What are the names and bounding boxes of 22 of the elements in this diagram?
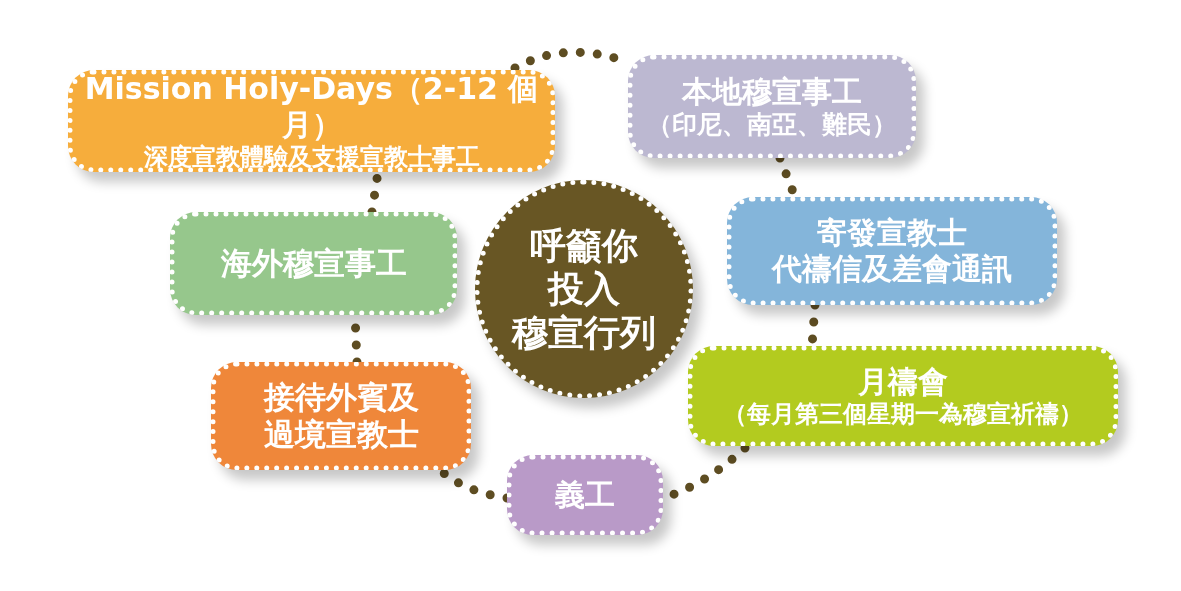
rounded-box: [688, 346, 1118, 446]
circle-text: 呼籲你: [530, 224, 638, 268]
rounded-box: [211, 362, 471, 470]
rounded-box: [628, 55, 916, 158]
box-heading: 接待外賓及過境宣教士: [262, 378, 420, 454]
box-text: （印尼、南亞、難民）: [647, 109, 897, 140]
box-heading: 義工: [555, 477, 615, 513]
center-circle: [475, 180, 693, 398]
box-heading: 本地穆宣事工: [682, 73, 862, 110]
box-text: 代禱信及差會通訊: [772, 251, 1012, 287]
rounded-box: [68, 70, 555, 172]
circle-text: 穆宣行列: [512, 310, 656, 354]
box-text: 深度宣教體驗及支援宣教士事工: [143, 142, 480, 172]
rounded-box: [170, 212, 457, 315]
box-heading: 寄發宣教士: [817, 215, 967, 251]
rounded-box: [507, 455, 663, 535]
rounded-box: [727, 197, 1057, 305]
box-heading: 海外穆宣事工: [220, 244, 407, 283]
box-heading: Mission Holy-Days（2-12 個月）: [83, 70, 540, 143]
box-text: （每月第三個星期一為穆宣祈禱）: [723, 399, 1083, 429]
circle-text: 投入: [548, 267, 620, 311]
box-heading: 月禱會: [858, 363, 948, 400]
